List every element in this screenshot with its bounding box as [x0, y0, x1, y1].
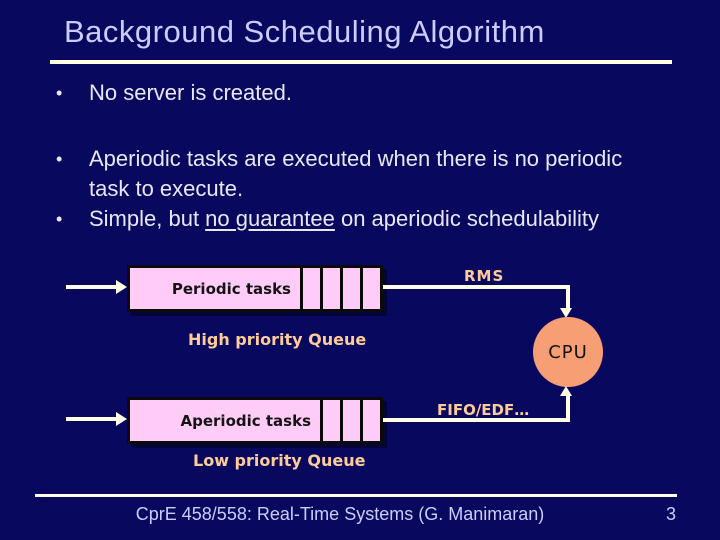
arrow-right-icon — [116, 280, 127, 294]
footer-divider — [35, 494, 677, 497]
arrow-right-icon — [116, 412, 127, 426]
queue-slot — [360, 400, 380, 441]
cpu-node: CPU — [533, 317, 603, 387]
bullet-item-aperiodic-exec: • Aperiodic tasks are executed when ther… — [52, 144, 652, 204]
bullet-item-no-guarantee: • Simple, but no guarantee on aperiodic … — [52, 204, 652, 234]
queue-slot — [320, 400, 340, 441]
rms-policy-label: RMS — [464, 267, 505, 285]
aperiodic-queue-label: Aperiodic tasks — [180, 411, 311, 430]
periodic-input-line — [66, 285, 116, 289]
bullet-item-no-server: • No server is created. — [52, 78, 652, 108]
bullet-text-post: on aperiodic schedulability — [334, 206, 600, 231]
title-divider — [50, 60, 672, 64]
footer-course-text: CprE 458/558: Real-Time Systems (G. Mani… — [135, 504, 545, 524]
page-number: 3 — [665, 504, 676, 524]
high-priority-caption: High priority Queue — [188, 330, 367, 349]
arrow-down-icon — [560, 308, 572, 318]
bullet-text: Simple, but no guarantee on aperiodic sc… — [89, 204, 652, 234]
bullet-text-underlined: no guarantee — [205, 206, 335, 231]
fifo-line-horizontal — [383, 418, 570, 422]
queue-slot — [320, 268, 340, 309]
aperiodic-queue-box: Aperiodic tasks — [127, 397, 383, 444]
rms-line-vertical — [566, 285, 570, 310]
fifo-line-vertical — [566, 396, 570, 422]
queue-slot — [360, 268, 380, 309]
rms-line-horizontal — [383, 285, 570, 289]
fifo-edf-policy-label: FIFO/EDF… — [437, 401, 530, 419]
page-title: Background Scheduling Algorithm — [64, 14, 545, 49]
low-priority-caption: Low priority Queue — [193, 451, 366, 470]
bullet-text-pre: Simple, but — [89, 206, 206, 231]
periodic-queue-box: Periodic tasks — [127, 265, 383, 312]
queue-slot — [300, 268, 320, 309]
bullet-icon: • — [56, 209, 63, 229]
bullet-text: No server is created. — [89, 80, 292, 105]
periodic-queue-label: Periodic tasks — [171, 279, 291, 298]
arrow-up-icon — [560, 386, 572, 396]
bullet-icon: • — [56, 149, 63, 169]
bullet-icon: • — [56, 83, 63, 103]
queue-slot — [340, 400, 360, 441]
queue-slot — [340, 268, 360, 309]
bullet-text: Aperiodic tasks are executed when there … — [89, 146, 623, 201]
aperiodic-input-line — [66, 417, 116, 421]
